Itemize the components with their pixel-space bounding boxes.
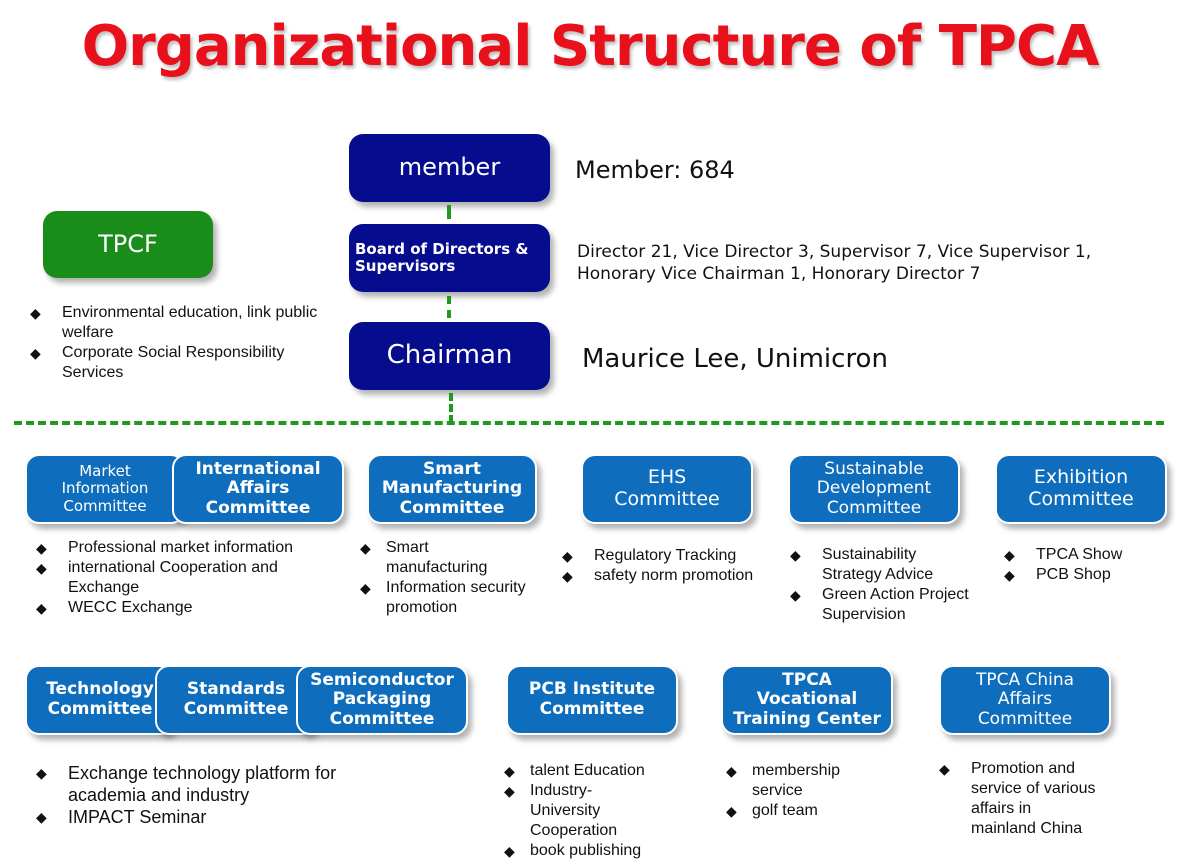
list-item: talent Education	[500, 761, 700, 781]
committee-label: Sustainable Development Committee	[816, 458, 932, 518]
committee-label: Standards Committee	[183, 679, 289, 719]
board-box: Board of Directors & Supervisors	[349, 224, 550, 292]
tpcf-box: TPCF	[43, 211, 213, 278]
list-item: Promotion and service of various affairs…	[935, 759, 1096, 839]
sustainable-development-committee: Sustainable Development Committee	[788, 454, 960, 524]
list-item: Corporate Social Responsibility Services	[26, 343, 326, 383]
member-label: member	[398, 153, 501, 182]
list-item: Regulatory Tracking	[558, 546, 778, 566]
list-item: golf team	[722, 801, 882, 821]
tpca-china-affairs-committee: TPCA China Affairs Committee	[939, 665, 1111, 735]
list-item: Smart manufacturing	[356, 538, 487, 578]
list-item: book publishing	[500, 841, 700, 861]
list-item: Green Action Project Supervision	[786, 585, 982, 625]
exhibition-bullet-list: TPCA Show PCB Shop	[1000, 545, 1170, 585]
list-item: Information security promotion	[356, 578, 556, 618]
tpcf-label: TPCF	[98, 229, 158, 258]
list-item: IMPACT Seminar	[32, 806, 392, 828]
member-box: member	[349, 134, 550, 202]
smart-manufacturing-committee: Smart Manufacturing Committee	[367, 454, 537, 524]
committee-label: Market Information Committee	[61, 462, 149, 515]
connector-chairman-divider	[449, 393, 453, 423]
market-information-committee: Market Information Committee	[25, 454, 185, 524]
china-affairs-bullet-list: Promotion and service of various affairs…	[935, 759, 1135, 839]
member-count: Member: 684	[575, 156, 735, 184]
semiconductor-packaging-committee: Semiconductor Packaging Committee	[296, 665, 468, 735]
chairman-label: Chairman	[386, 340, 513, 371]
list-item: safety norm promotion	[558, 566, 778, 586]
list-item: TPCA Show	[1000, 545, 1170, 565]
technology-group-bullet-list: Exchange technology platform for academi…	[32, 762, 392, 828]
committee-label: Exhibition Committee	[1028, 466, 1134, 510]
technology-committee: Technology Committee	[25, 665, 175, 735]
committee-label: Smart Manufacturing Committee	[381, 458, 523, 518]
list-item: PCB Shop	[1000, 565, 1170, 585]
market-international-bullet-list: Professional market information internat…	[32, 538, 332, 618]
list-item: Sustainability Strategy Advice	[786, 545, 942, 585]
vocational-bullet-list: membership service golf team	[722, 761, 882, 821]
ehs-bullet-list: Regulatory Tracking safety norm promotio…	[558, 546, 778, 586]
connector-member-board	[447, 205, 451, 219]
list-item: Environmental education, link public wel…	[26, 303, 326, 343]
page-title: Organizational Structure of TPCA	[81, 14, 1100, 79]
chairman-name: Maurice Lee, Unimicron	[582, 344, 888, 374]
committee-label: International Affairs Committee	[195, 458, 321, 518]
dashed-divider	[14, 421, 1164, 425]
committee-label: Semiconductor Packaging Committee	[310, 669, 454, 729]
board-description-line-2: Honorary Vice Chairman 1, Honorary Direc…	[577, 264, 981, 284]
board-description: Director 21, Vice Director 3, Supervisor…	[577, 241, 1091, 285]
standards-committee: Standards Committee	[155, 665, 317, 735]
list-item: Industry-University Cooperation	[500, 781, 650, 841]
board-description-line-1: Director 21, Vice Director 3, Supervisor…	[577, 242, 1092, 262]
pcb-institute-bullet-list: talent Education Industry-University Coo…	[500, 761, 700, 861]
list-item: Exchange technology platform for academi…	[32, 762, 392, 806]
board-label: Board of Directors & Supervisors	[355, 239, 529, 275]
committee-label: TPCA China Affairs Committee	[975, 669, 1075, 729]
committee-label: PCB Institute Committee	[528, 679, 656, 719]
smart-manufacturing-bullet-list: Smart manufacturing Information security…	[356, 538, 556, 618]
list-item: membership service	[722, 761, 842, 801]
tpca-vocational-training-center: TPCA Vocational Training Center	[721, 665, 893, 735]
list-item: Professional market information	[32, 538, 332, 558]
committee-label: EHS Committee	[614, 466, 720, 510]
connector-board-chairman	[447, 296, 451, 318]
pcb-institute-committee: PCB Institute Committee	[506, 665, 678, 735]
exhibition-committee: Exhibition Committee	[995, 454, 1167, 524]
committee-label: TPCA Vocational Training Center	[733, 669, 881, 729]
ehs-committee: EHS Committee	[581, 454, 753, 524]
tpcf-bullet-list: Environmental education, link public wel…	[26, 303, 326, 383]
committee-label: Technology Committee	[46, 679, 154, 719]
list-item: international Cooperation and Exchange	[32, 558, 332, 598]
chairman-box: Chairman	[349, 322, 550, 390]
list-item: WECC Exchange	[32, 598, 332, 618]
sustainable-bullet-list: Sustainability Strategy Advice Green Act…	[786, 545, 986, 625]
international-affairs-committee: International Affairs Committee	[172, 454, 344, 524]
